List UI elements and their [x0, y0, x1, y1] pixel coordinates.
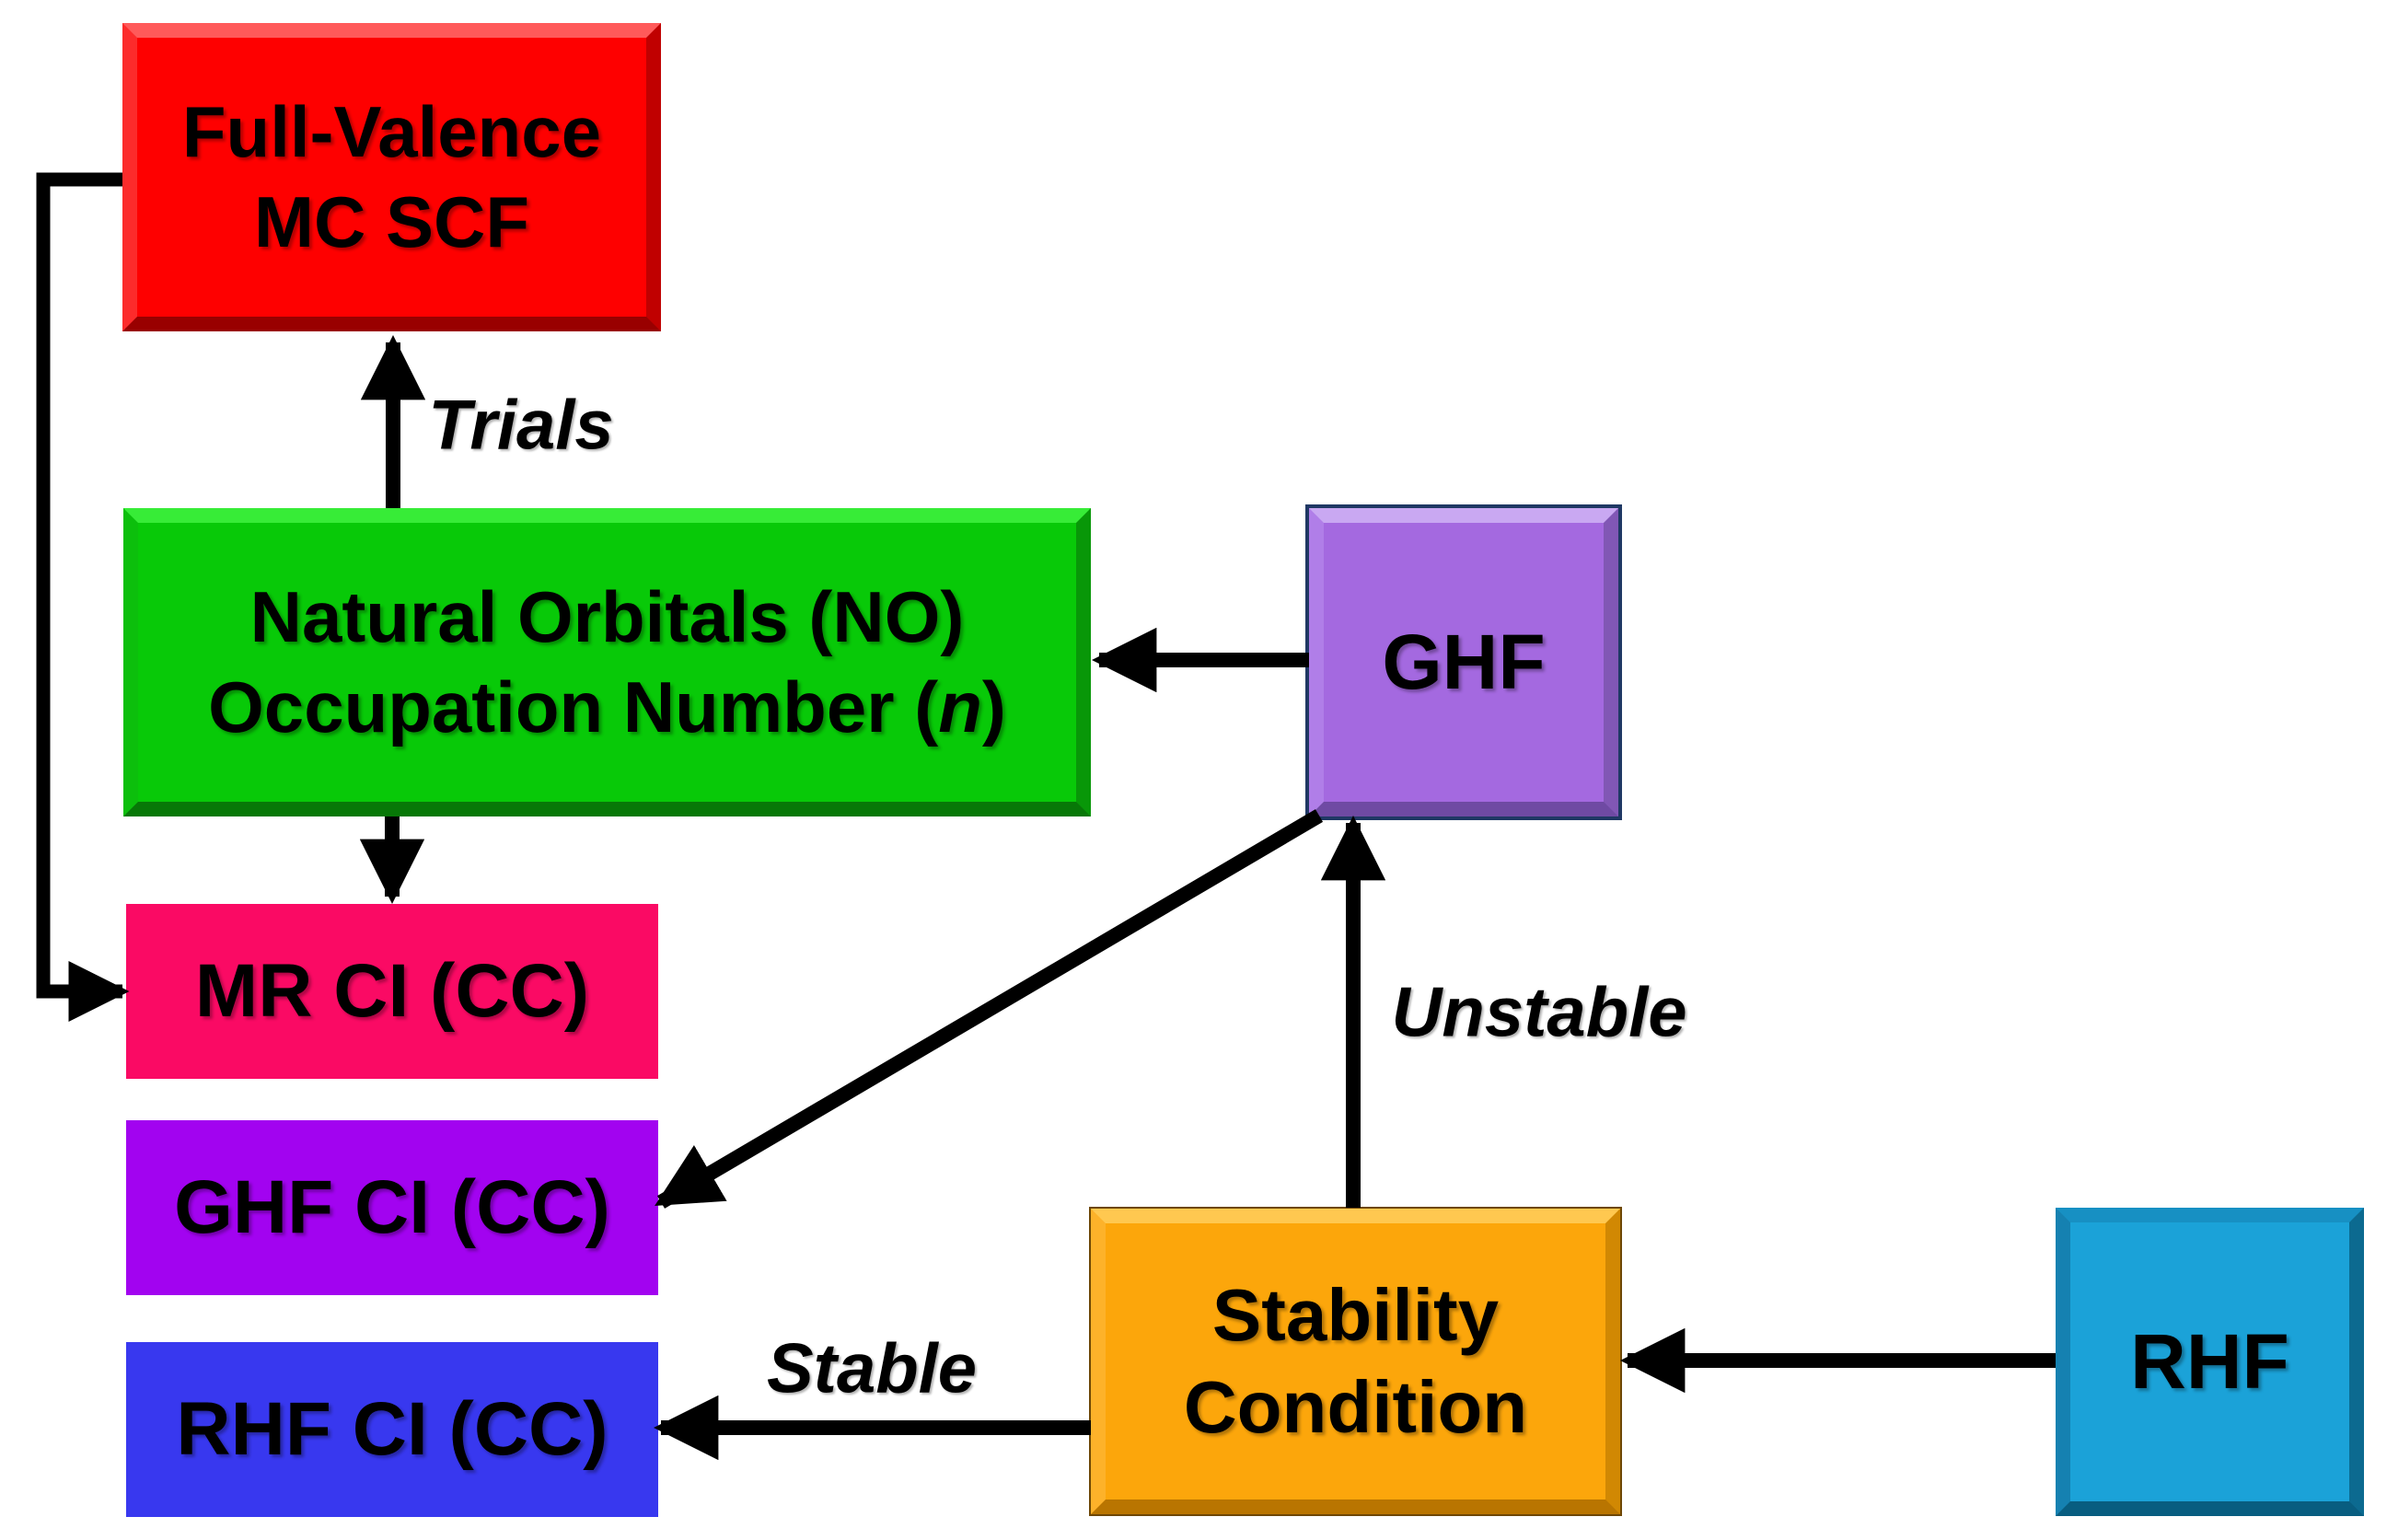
box-rhf-label: RHF — [2130, 1318, 2289, 1405]
edge-label-unstable: Unstable — [1391, 973, 1687, 1052]
box-ghf-ci-label: GHF CI (CC) — [174, 1164, 610, 1249]
box-ghf-ci-cc: GHF CI (CC) — [126, 1120, 658, 1295]
box-label-line: Natural Orbitals (NO) — [249, 576, 965, 657]
box-natural-orbitals-label: Natural Orbitals (NO) Occupation Number … — [208, 573, 1006, 752]
box-mr-ci-cc: MR CI (CC) — [126, 904, 658, 1079]
box-full-valence-mcscf: Full-Valence MC SCF — [122, 23, 661, 331]
box-label-line: Stability — [1211, 1274, 1500, 1356]
box-stability-condition: Stability Condition — [1089, 1207, 1622, 1516]
box-label-line: MC SCF — [254, 180, 529, 262]
box-label-text: ) — [981, 666, 1006, 747]
box-mr-ci-label: MR CI (CC) — [194, 948, 590, 1033]
box-rhf-ci-label: RHF CI (CC) — [176, 1386, 608, 1471]
box-rhf-ci-cc: RHF CI (CC) — [126, 1342, 658, 1517]
box-stability-label: Stability Condition — [1184, 1269, 1527, 1453]
box-natural-orbitals: Natural Orbitals (NO) Occupation Number … — [123, 508, 1091, 816]
box-label-italic-n: n — [938, 666, 982, 747]
box-ghf: GHF — [1305, 504, 1622, 820]
box-label-line: Full-Valence — [181, 91, 602, 172]
arrow-mcscf-to-mrci-elbow — [36, 172, 130, 1022]
box-ghf-label: GHF — [1382, 619, 1546, 705]
box-full-valence-label: Full-Valence MC SCF — [182, 87, 601, 267]
box-label-line: Occupation Number (n) — [208, 663, 1006, 753]
edge-label-stable: Stable — [766, 1329, 978, 1408]
box-label-line: Condition — [1183, 1366, 1528, 1448]
box-label-text: Occupation Number ( — [208, 666, 939, 747]
box-rhf: RHF — [2056, 1208, 2364, 1516]
arrow-ghf-to-ghfci-diagonal — [655, 809, 1324, 1209]
edge-label-trials: Trials — [428, 386, 614, 465]
